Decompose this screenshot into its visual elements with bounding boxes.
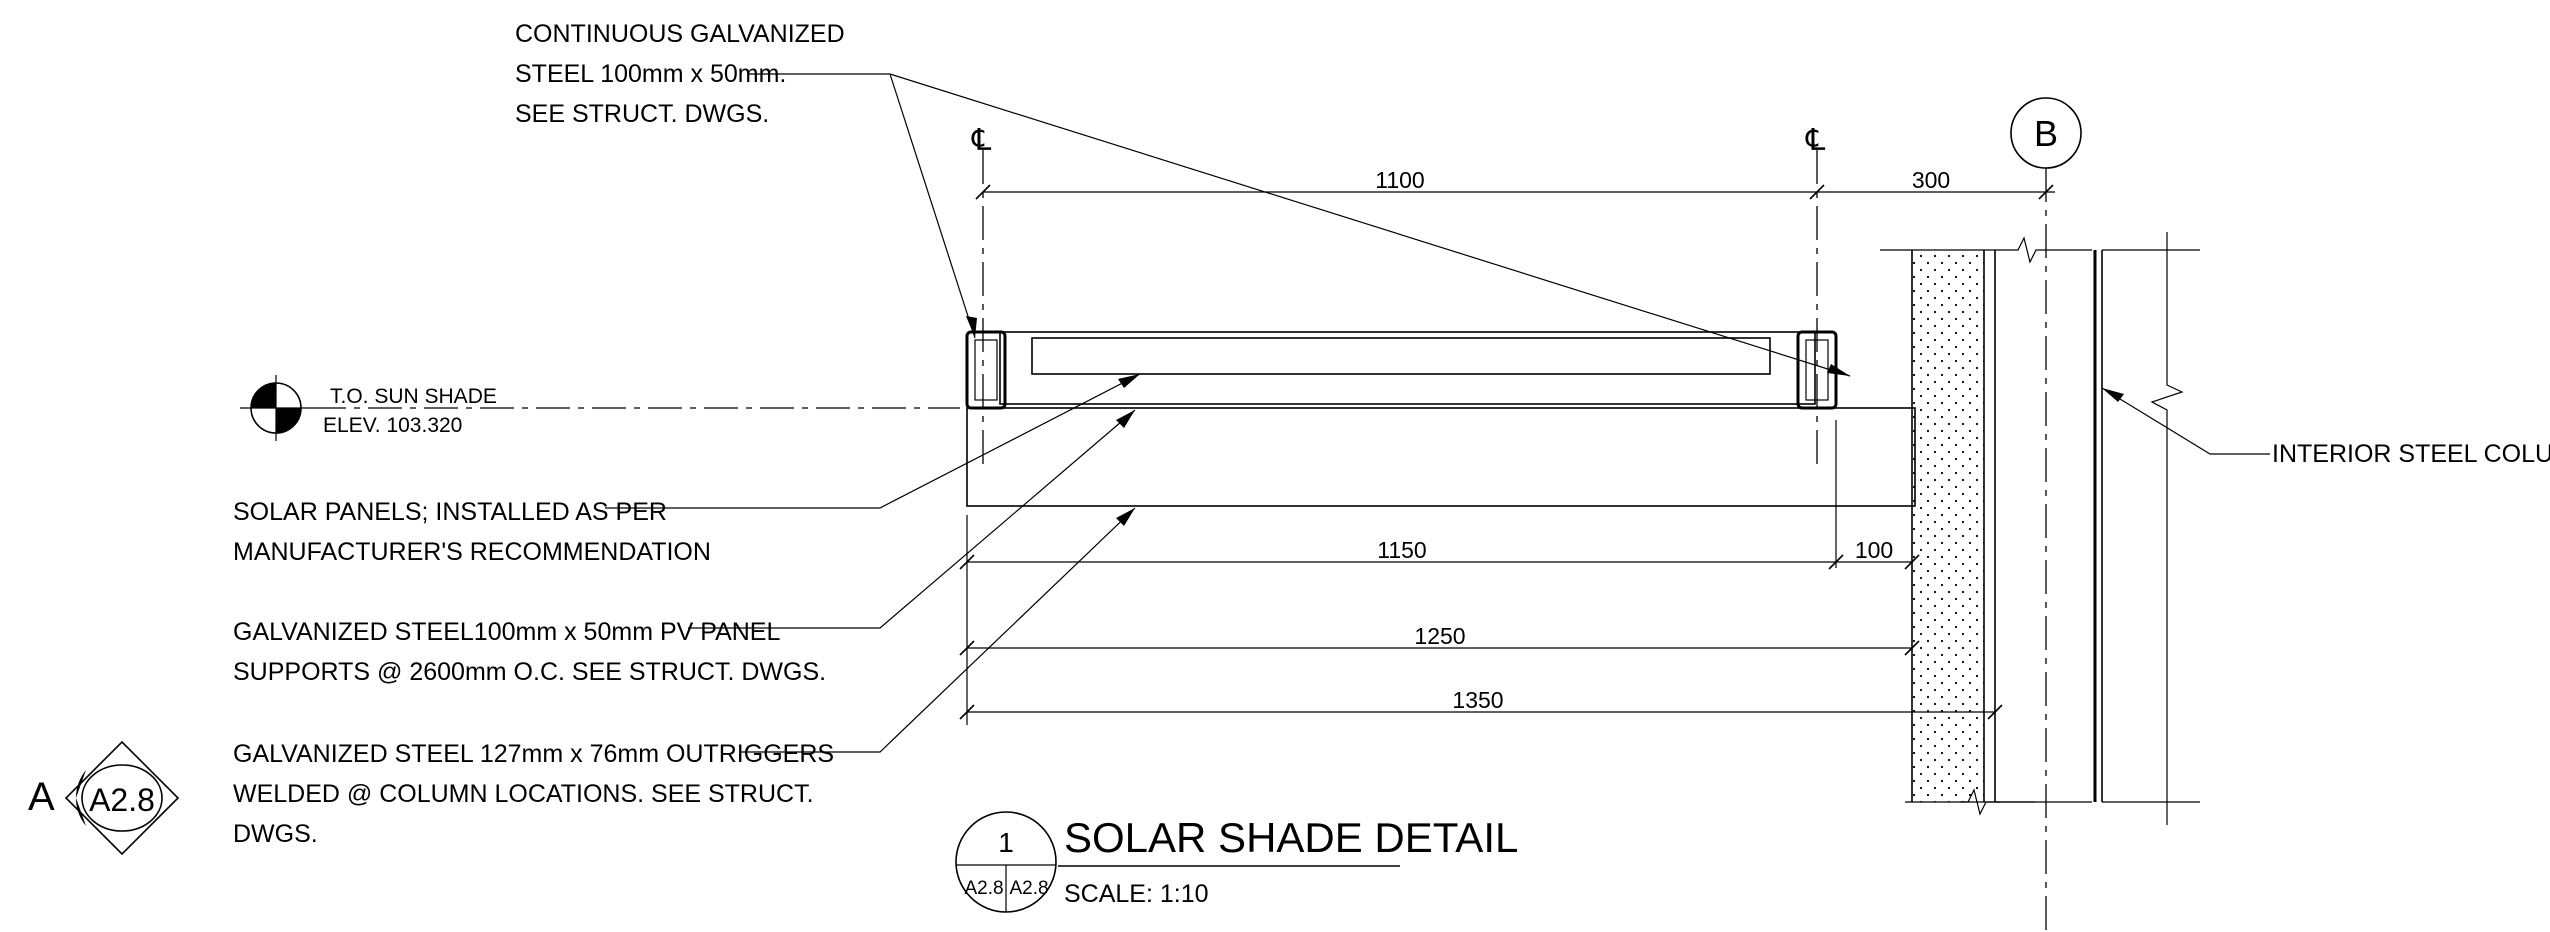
elevation-symbol-fill-bottom: [276, 408, 301, 433]
note-continuous-steel-line2: STEEL 100mm x 50mm.: [515, 60, 786, 88]
dimension-1150: 1150: [1377, 537, 1426, 563]
elevation-marker: T.O. SUN SHADE ELEV. 103.320: [240, 375, 960, 441]
note-outriggers-line1: GALVANIZED STEEL 127mm x 76mm OUTRIGGERS: [233, 740, 834, 768]
detail-title: SOLAR SHADE DETAIL: [1064, 814, 1518, 861]
dimension-1100-tick-left: [975, 184, 991, 200]
solar-panel: [1031, 337, 1771, 375]
note-solar-panels-line2: MANUFACTURER'S RECOMMENDATION: [233, 538, 711, 566]
note-continuous-steel-line1: CONTINUOUS GALVANIZED: [515, 20, 845, 48]
elevation-label: T.O. SUN SHADE: [330, 385, 497, 408]
break-mark-bottom: [1960, 788, 2000, 816]
note-outriggers-line3: DWGS.: [233, 820, 318, 848]
note-outriggers-line2: WELDED @ COLUMN LOCATIONS. SEE STRUCT.: [233, 780, 814, 808]
centerlines: ℄ ℄: [971, 124, 1826, 470]
title-block: 1 A2.8 A2.8 SOLAR SHADE DETAIL SCALE: 1:…: [955, 811, 1518, 913]
detail-scale: SCALE: 1:10: [1064, 880, 1209, 908]
note-solar-panels: SOLAR PANELS; INSTALLED AS PER MANUFACTU…: [233, 498, 711, 566]
note-solar-panels-line1: SOLAR PANELS; INSTALLED AS PER: [233, 498, 667, 526]
dimension-1100: 1100: [1375, 167, 1424, 193]
leader-continuous-steel-left: [889, 73, 976, 339]
section-marker: A A2.8: [28, 740, 180, 856]
break-mark-top: [2010, 236, 2092, 264]
dimension-1250: 1250: [1414, 623, 1465, 649]
leader-solar-panels: [605, 373, 1141, 509]
section-marker-sheet: A2.8: [89, 782, 155, 818]
pv-panel-frame: [999, 331, 1816, 405]
leader-pv-supports: [688, 409, 1136, 629]
grid-line-b: B: [2010, 97, 2082, 932]
dimension-1250-tick-right: [1904, 640, 1920, 656]
dimension-300-tick-right: [2038, 184, 2054, 200]
title-sheet-left: A2.8: [964, 878, 1003, 899]
leader-arrowheads: [966, 316, 2124, 526]
outrigger: [966, 407, 1916, 507]
centerline-symbol-right: ℄: [1805, 124, 1826, 157]
dimension-100: 100: [1855, 537, 1893, 563]
wall-and-column: [1880, 232, 2200, 825]
arrowhead-interior-column: [2102, 388, 2124, 402]
dimension-300: 300: [1912, 167, 1950, 193]
section-marker-arrow-icon: [75, 770, 86, 826]
dimension-1250-tick-left: [959, 640, 975, 656]
elevation-symbol-fill-top: [251, 383, 276, 408]
elevation-value: ELEV. 103.320: [323, 414, 462, 437]
grid-bubble-label: B: [2034, 113, 2058, 154]
sun-shade-assembly: [965, 330, 1916, 507]
dimensions: 1100 300 1150 100 1250 1350: [959, 167, 2055, 725]
steel-tube-left-inner: [974, 339, 998, 401]
section-marker-letter: A: [28, 775, 55, 819]
note-pv-supports-line2: SUPPORTS @ 2600mm O.C. SEE STRUCT. DWGS.: [233, 658, 826, 686]
title-detail-number: 1: [998, 827, 1014, 858]
note-pv-supports: GALVANIZED STEEL100mm x 50mm PV PANEL SU…: [233, 618, 826, 686]
centerline-symbol-left: ℄: [971, 124, 992, 157]
arrowhead-outriggers: [1116, 508, 1135, 526]
title-sheet-right: A2.8: [1009, 878, 1048, 899]
arrowhead-steel-right: [1827, 364, 1850, 376]
note-outriggers: GALVANIZED STEEL 127mm x 76mm OUTRIGGERS…: [233, 740, 834, 848]
steel-tube-left: [965, 330, 1007, 410]
note-pv-supports-line1: GALVANIZED STEEL100mm x 50mm PV PANEL: [233, 618, 780, 646]
arrowhead-pv-supports: [1116, 410, 1135, 428]
section-marker-diamond: [64, 740, 180, 856]
dimension-1350-tick-left: [959, 704, 975, 720]
leader-lines: [605, 73, 2270, 753]
leader-outriggers: [740, 507, 1136, 753]
column-break-line: [2150, 232, 2184, 825]
note-continuous-steel: CONTINUOUS GALVANIZED STEEL 100mm x 50mm…: [515, 20, 845, 128]
section-marker-circle: [81, 764, 163, 832]
dimension-100-tick-right: [1904, 554, 1920, 570]
dimension-1350-tick-right: [1987, 704, 2003, 720]
note-continuous-steel-line3: SEE STRUCT. DWGS.: [515, 100, 769, 128]
wall-insulation: [1912, 250, 1984, 802]
leader-continuous-steel-right: [748, 73, 1851, 377]
dimension-1350: 1350: [1452, 687, 1503, 713]
leader-interior-column: [2101, 387, 2270, 455]
dimension-1150-tick-left: [959, 554, 975, 570]
arrowhead-solar-panels: [1118, 374, 1140, 388]
note-interior-steel-column: INTERIOR STEEL COLUMN: [2272, 440, 2550, 468]
